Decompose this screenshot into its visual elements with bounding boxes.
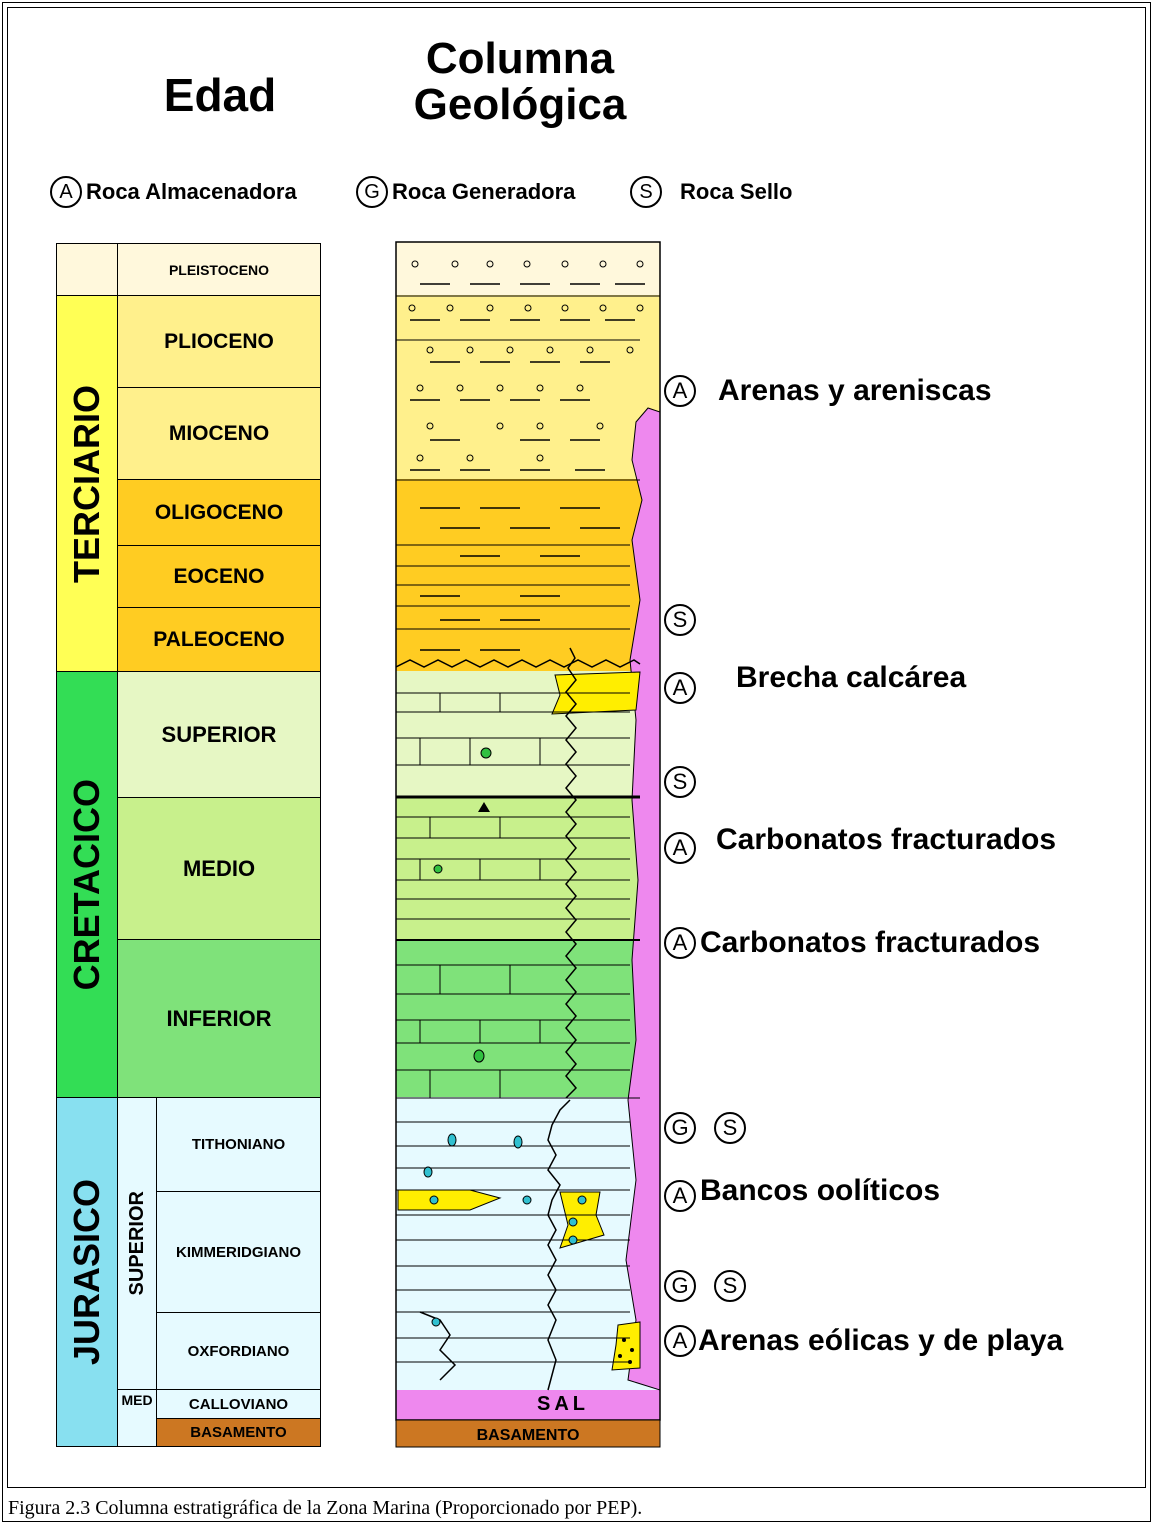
annotation-sello-2: S bbox=[664, 766, 700, 798]
stage-paleoceno-label: PALEOCENO bbox=[153, 627, 285, 651]
annotation-arenas: A Arenas y areniscas bbox=[664, 374, 992, 408]
triangle-symbol bbox=[478, 802, 490, 812]
legend-almacenadora: A Roca Almacenadora bbox=[50, 176, 297, 208]
column-basamento-label: BASAMENTO bbox=[477, 1427, 580, 1444]
stage-cretacico-inferior-label: INFERIOR bbox=[166, 1005, 272, 1031]
inner-frame bbox=[7, 7, 1146, 1488]
columna-title-line2: Geológica bbox=[413, 80, 627, 129]
legend-g-symbol: G bbox=[356, 176, 388, 208]
stage-cretacico-superior-label: SUPERIOR bbox=[161, 721, 277, 747]
sal-label: SAL bbox=[537, 1393, 589, 1415]
stage-pleistoceno-label: PLEISTOCENO bbox=[168, 261, 270, 278]
block-ticks bbox=[419, 693, 541, 1098]
oolite-symbols bbox=[423, 1133, 587, 1327]
pebble-symbols bbox=[408, 260, 644, 462]
annotation-gs-1: G S bbox=[664, 1112, 750, 1144]
salt-body bbox=[625, 407, 660, 1391]
stage-plioceno-label: PLIOCENO bbox=[164, 329, 274, 353]
ann-text: Arenas y areniscas bbox=[718, 374, 992, 407]
sand-dashes bbox=[410, 283, 645, 651]
stage-basamento: BASAMENTO bbox=[156, 1418, 321, 1447]
ann-text: Carbonatos fracturados bbox=[700, 926, 1041, 959]
legend-g-label: Roca Generadora bbox=[392, 179, 576, 204]
ann-symbol-g: G bbox=[664, 1112, 696, 1144]
figure-caption: Figura 2.3 Columna estratigráfica de la … bbox=[8, 1497, 643, 1519]
stage-mioceno: MIOCENO bbox=[117, 387, 321, 480]
ann-text: Arenas eólicas y de playa bbox=[698, 1324, 1064, 1357]
stage-tithoniano-label: TITHONIANO bbox=[191, 1136, 286, 1153]
layer-pleistoceno bbox=[396, 242, 660, 296]
sand-dots bbox=[618, 1338, 634, 1364]
annotation-arenas-eolicas: A Arenas eólicas y de playa bbox=[664, 1324, 1063, 1358]
stage-mioceno-label: MIOCENO bbox=[168, 421, 270, 445]
fossil-symbols bbox=[433, 747, 492, 1063]
layer-paleogene bbox=[396, 479, 660, 672]
annotation-carbonatos-2: A Carbonatos fracturados bbox=[664, 926, 1040, 960]
eolian-sand-lens bbox=[611, 1321, 641, 1371]
stage-kimmeridgiano-label: KIMMERIDGIANO bbox=[176, 1243, 301, 1261]
ann-symbol-a: A bbox=[664, 375, 696, 407]
ann-symbol-a: A bbox=[664, 1325, 696, 1357]
subdiv-med: MED bbox=[117, 1389, 157, 1447]
legend-a-label: Roca Almacenadora bbox=[86, 179, 297, 204]
era-terciario: TERCIARIO bbox=[56, 295, 118, 672]
stage-oxfordiano: OXFORDIANO bbox=[156, 1312, 321, 1390]
ann-text: Brecha calcárea bbox=[736, 661, 967, 694]
legend-sello: S Roca Sello bbox=[630, 176, 792, 208]
legend-generadora: G Roca Generadora bbox=[356, 176, 575, 208]
edad-title: Edad bbox=[163, 69, 277, 121]
annotation-bancos: A Bancos oolíticos bbox=[664, 1174, 940, 1212]
legend-s-label: Roca Sello bbox=[680, 179, 793, 204]
legend-s-symbol: S bbox=[630, 176, 662, 208]
ann-symbol-g: G bbox=[664, 1270, 696, 1302]
stage-kimmeridgiano: KIMMERIDGIANO bbox=[156, 1191, 321, 1313]
stage-cretacico-medio-label: MEDIO bbox=[182, 855, 256, 881]
stage-oxfordiano-label: OXFORDIANO bbox=[187, 1342, 290, 1360]
ann-symbol-a: A bbox=[664, 672, 696, 704]
stage-oligoceno-label: OLIGOCENO bbox=[154, 500, 284, 524]
stage-cretacico-inferior: INFERIOR bbox=[117, 939, 321, 1098]
annotation-sello-1: S bbox=[664, 604, 700, 636]
layer-cret-inferior bbox=[396, 939, 660, 1098]
ann-symbol-s: S bbox=[664, 604, 696, 636]
stage-cretacico-medio: MEDIO bbox=[117, 797, 321, 940]
facies-boundaries bbox=[396, 647, 641, 1391]
ann-text: Bancos oolíticos bbox=[700, 1174, 941, 1207]
annotation-brecha: A Brecha calcárea bbox=[664, 661, 966, 704]
stage-calloviano-label: CALLOVIANO bbox=[188, 1395, 289, 1413]
stage-plioceno: PLIOCENO bbox=[117, 295, 321, 388]
stage-paleoceno: PALEOCENO bbox=[117, 607, 321, 672]
bedding-lines bbox=[396, 295, 660, 1363]
oolite-bank-right bbox=[559, 1191, 605, 1249]
layer-sal bbox=[396, 1390, 660, 1420]
stage-eoceno: EOCENO bbox=[117, 545, 321, 608]
ann-symbol-s: S bbox=[714, 1112, 746, 1144]
stage-basamento-label: BASAMENTO bbox=[190, 1424, 287, 1441]
layer-plio-mioceno bbox=[396, 295, 660, 480]
ann-symbol-a: A bbox=[664, 1180, 696, 1212]
ann-symbol-s: S bbox=[714, 1270, 746, 1302]
ann-symbol-a: A bbox=[664, 927, 696, 959]
columna-title-line1: Columna bbox=[425, 34, 615, 83]
annotation-gs-2: G S bbox=[664, 1270, 750, 1302]
ann-symbol-s: S bbox=[664, 766, 696, 798]
legend-a-symbol: A bbox=[50, 176, 82, 208]
ann-text: Carbonatos fracturados bbox=[716, 823, 1057, 856]
columna-title: Columna Geológica bbox=[370, 36, 670, 128]
ann-symbol-a: A bbox=[664, 832, 696, 864]
annotation-carbonatos-1: A Carbonatos fracturados bbox=[664, 823, 1056, 864]
subdiv-med-label: MED bbox=[121, 1392, 153, 1408]
stage-eoceno-label: EOCENO bbox=[173, 564, 265, 588]
column-basamento bbox=[395, 1419, 661, 1448]
stage-cretacico-superior: SUPERIOR bbox=[117, 671, 321, 798]
